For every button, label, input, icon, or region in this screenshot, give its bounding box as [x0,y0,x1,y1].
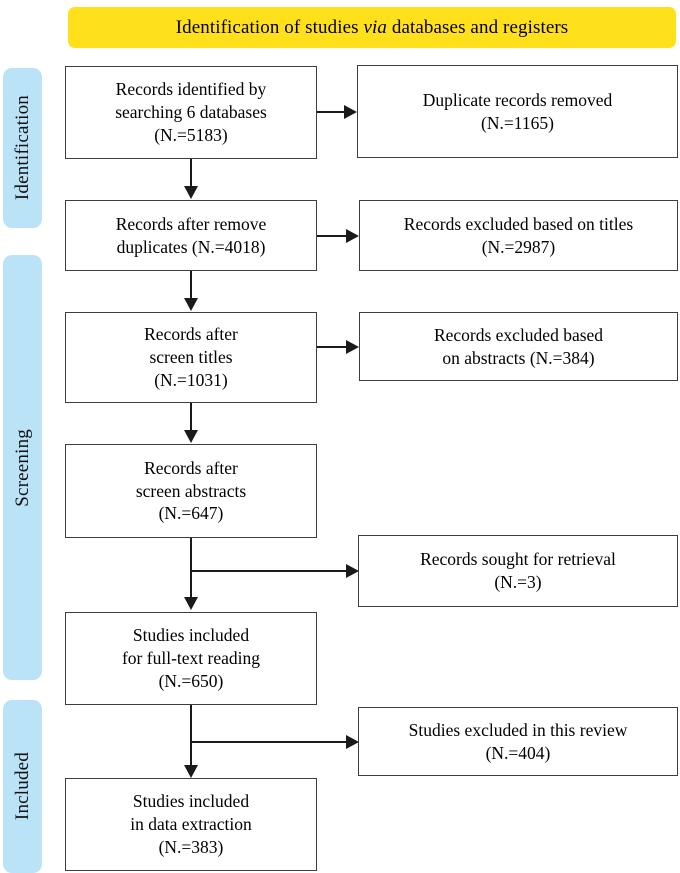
node-line-1: Studies included [132,625,250,646]
node-line-1: Records excluded based on titles [403,213,634,234]
arrowhead-after-titles-to-after-abstracts [183,430,198,443]
node-text: Records excluded based on abstracts (N.=… [434,324,603,370]
connector-after-titles-to-excl-abstracts [317,346,347,348]
node-text: Records sought for retrieval (N.=3) [420,548,616,594]
connector-fulltext-trunk [190,705,192,767]
node-studies-excluded-in-review: Studies excluded in this review (N.=404) [358,707,678,776]
node-count: (N.=404) [485,742,551,763]
node-count: (N.=650) [158,670,224,691]
node-count: (N.=647) [158,503,224,524]
arrowhead-after-dupes-to-excl-titles [346,228,359,243]
stage-label-screening: Screening [11,428,33,507]
connector-after-dupes-to-after-titles [190,271,192,299]
stage-bar-included: Included [3,700,42,873]
stage-label-included: Included [11,752,33,821]
arrowhead-identified-to-dupes [344,104,357,119]
node-records-sought-for-retrieval: Records sought for retrieval (N.=3) [358,535,678,607]
node-records-identified: Records identified by searching 6 databa… [65,66,317,159]
node-studies-included-full-text: Studies included for full-text reading (… [65,612,317,705]
connector-after-abstracts-trunk [190,538,192,600]
arrowhead-fulltext-to-excl-review [346,734,359,749]
node-count: (N.=5183) [154,124,228,145]
connector-after-titles-to-after-abstracts [190,403,192,431]
banner-title: Identification of studies via databases … [175,16,569,38]
arrowhead-after-titles-to-excl-abstracts [346,339,359,354]
diagram-header-banner: Identification of studies via databases … [68,7,676,48]
node-line-1: Records after remove [115,213,267,234]
arrowhead-identified-to-after-dupes [183,186,198,199]
node-line-1: Duplicate records removed [422,89,613,110]
node-line-2: screen abstracts [135,480,247,501]
node-line-2: screen titles [149,347,233,368]
arrowhead-after-abstracts-to-sought [346,563,359,578]
node-text: Records after remove duplicates (N.=4018… [116,213,267,259]
node-records-excluded-titles: Records excluded based on titles (N.=298… [359,200,678,271]
banner-title-italic: via [363,16,388,38]
node-line-2: duplicates (N.=4018) [116,236,266,257]
connector-identified-to-after-dupes [190,159,192,187]
node-text: Studies excluded in this review (N.=404) [409,719,628,765]
node-text: Studies included for full-text reading (… [122,624,260,692]
node-line-1: Records after [144,457,238,478]
node-line-2: searching 6 databases [115,102,267,123]
node-records-after-screen-titles: Records after screen titles (N.=1031) [65,312,317,403]
node-text: Duplicate records removed (N.=1165) [423,89,613,135]
node-records-after-screen-abstracts: Records after screen abstracts (N.=647) [65,444,317,538]
node-count: (N.=1031) [154,369,228,390]
node-text: Records after screen titles (N.=1031) [144,323,238,391]
node-line-1: Records identified by [115,79,267,100]
connector-after-dupes-to-excl-titles [317,235,347,237]
node-line-2: for full-text reading [121,648,260,669]
stage-bar-identification: Identification [3,68,42,228]
node-text: Records after screen abstracts (N.=647) [136,457,246,525]
node-count: (N.=383) [158,836,224,857]
node-records-after-remove-duplicates: Records after remove duplicates (N.=4018… [65,200,317,271]
node-duplicate-records-removed: Duplicate records removed (N.=1165) [357,65,678,158]
node-line-1: Records excluded based [433,324,604,345]
stage-bar-screening: Screening [3,255,42,680]
node-text: Records excluded based on titles (N.=298… [404,213,633,259]
node-line-1: Studies included [132,791,250,812]
connector-identified-to-dupes [317,111,345,113]
node-line-1: Records after [144,324,238,345]
stage-label-identification: Identification [11,95,33,201]
node-line-2: in data extraction [130,814,252,835]
node-records-excluded-abstracts: Records excluded based on abstracts (N.=… [359,312,678,381]
connector-after-abstracts-to-sought [190,570,348,572]
arrowhead-after-dupes-to-after-titles [183,298,198,311]
connector-fulltext-to-excl-review [190,741,348,743]
arrowhead-after-abstracts-to-fulltext [183,597,198,610]
node-count: (N.=1165) [481,112,554,133]
node-count: (N.=3) [494,572,542,592]
node-count: (N.=2987) [481,236,556,257]
node-line-1: Records sought for retrieval [420,549,616,570]
node-studies-included-data-extraction: Studies included in data extraction (N.=… [65,778,317,871]
node-text: Studies included in data extraction (N.=… [130,790,251,858]
node-text: Records identified by searching 6 databa… [115,78,267,146]
arrowhead-fulltext-to-data-extraction [183,765,198,778]
node-line-1: Studies excluded in this review [408,719,628,740]
node-line-2: on abstracts (N.=384) [442,347,595,368]
